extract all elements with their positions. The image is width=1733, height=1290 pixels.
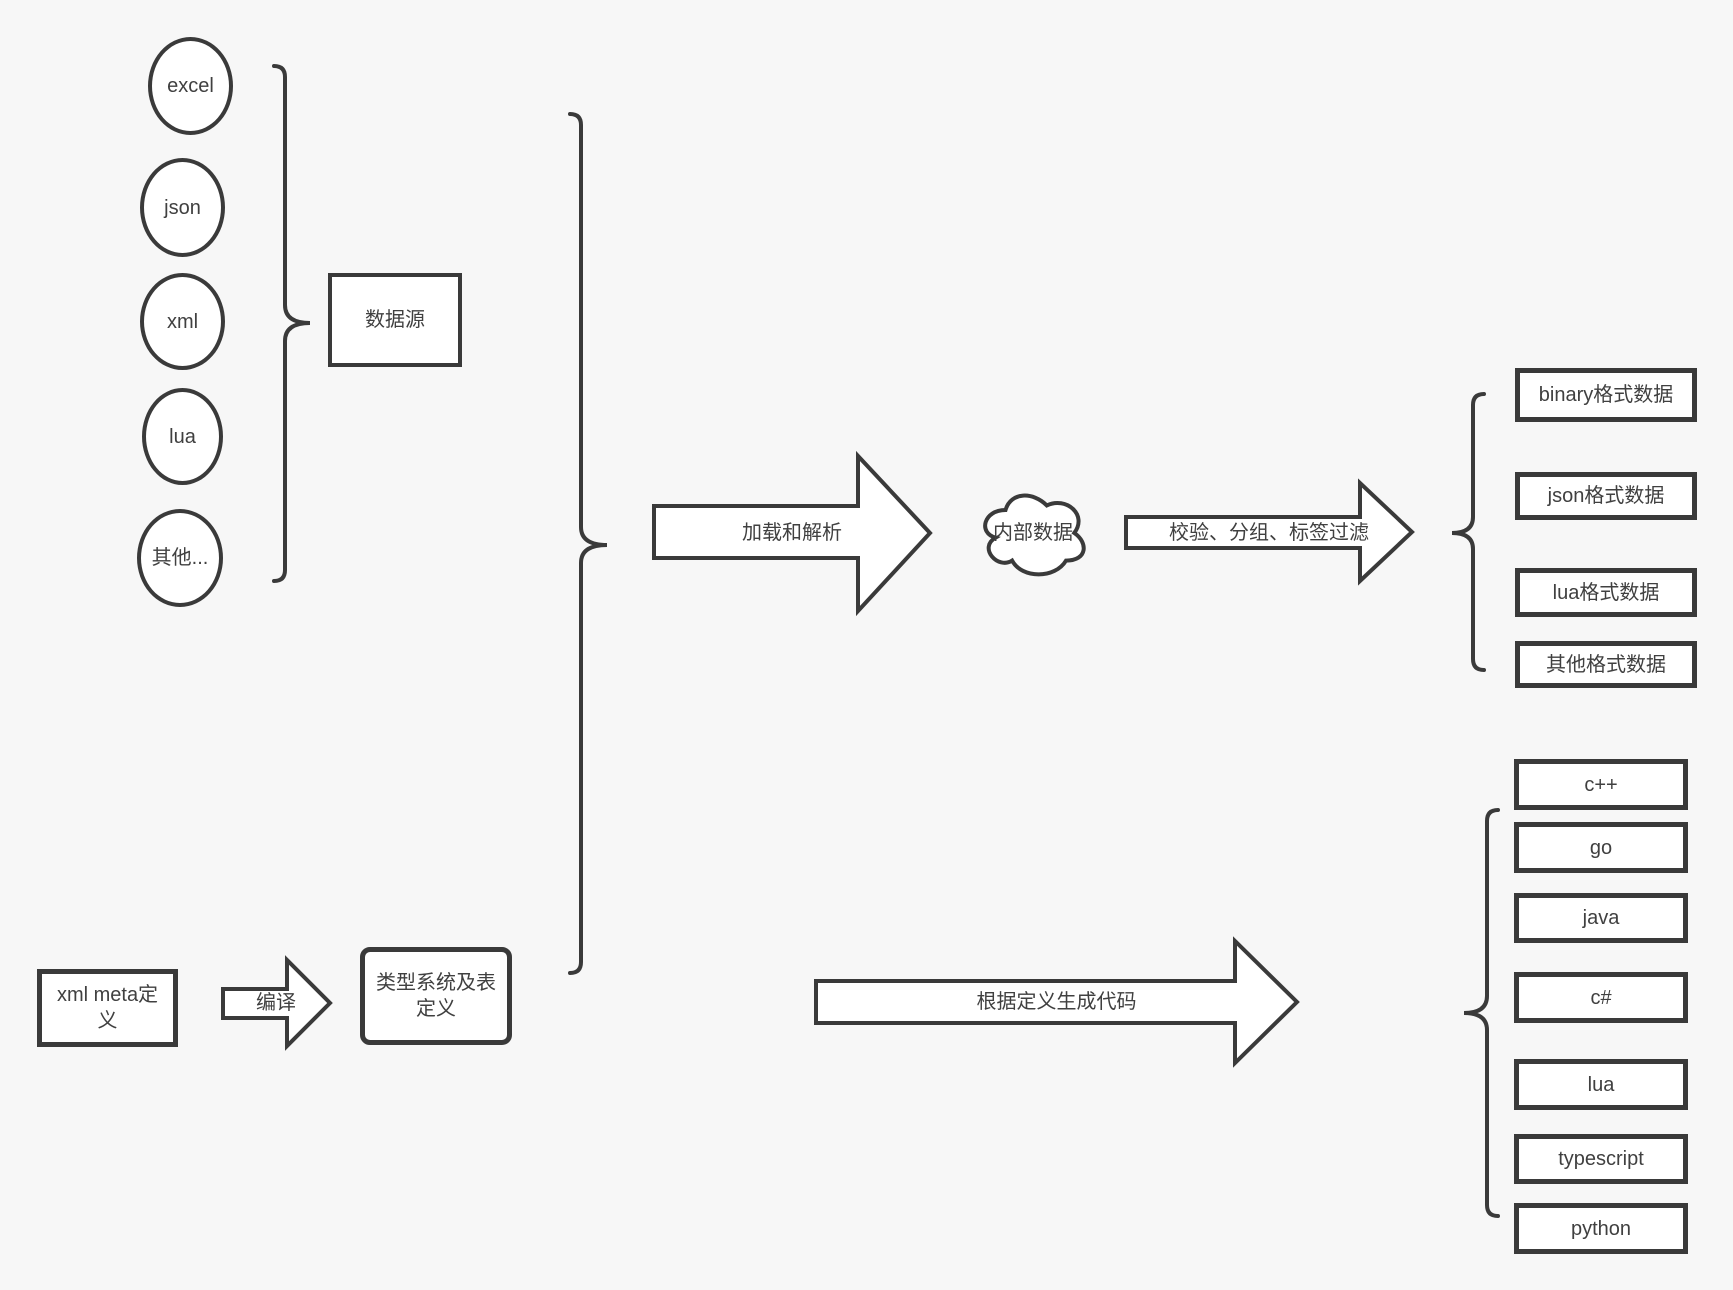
language-box-go: go [1514, 822, 1688, 873]
filter-arrow [1124, 478, 1415, 586]
codegen-arrow [814, 936, 1300, 1068]
languages-brace [1463, 808, 1500, 1218]
output-box-binary: binary格式数据 [1515, 368, 1697, 422]
output-box-json: json格式数据 [1515, 472, 1697, 520]
language-box-python: python [1514, 1203, 1688, 1254]
source-ellipse-lua: lua [142, 388, 223, 485]
source-ellipse-excel: excel [148, 37, 233, 135]
sources-brace [272, 64, 311, 583]
xml-meta-box: xml meta定义 [37, 969, 178, 1047]
language-box-cpp: c++ [1514, 759, 1688, 810]
source-ellipse-json: json [140, 158, 225, 257]
output-box-other: 其他格式数据 [1515, 641, 1697, 688]
language-box-java: java [1514, 893, 1688, 943]
source-ellipse-xml: xml [140, 273, 225, 370]
type-system-box: 类型系统及表定义 [360, 947, 512, 1045]
outputs-brace [1451, 392, 1486, 672]
language-box-typescript: typescript [1514, 1134, 1688, 1184]
data-source-box: 数据源 [328, 273, 462, 367]
language-box-lua: lua [1514, 1059, 1688, 1110]
source-ellipse-other: 其他... [137, 509, 223, 607]
output-box-lua: lua格式数据 [1515, 568, 1697, 617]
load-parse-arrow [652, 450, 933, 617]
language-box-csharp: c# [1514, 972, 1688, 1023]
main-brace [568, 112, 608, 975]
compile-arrow [221, 955, 333, 1051]
internal-data-cloud [983, 493, 1086, 577]
